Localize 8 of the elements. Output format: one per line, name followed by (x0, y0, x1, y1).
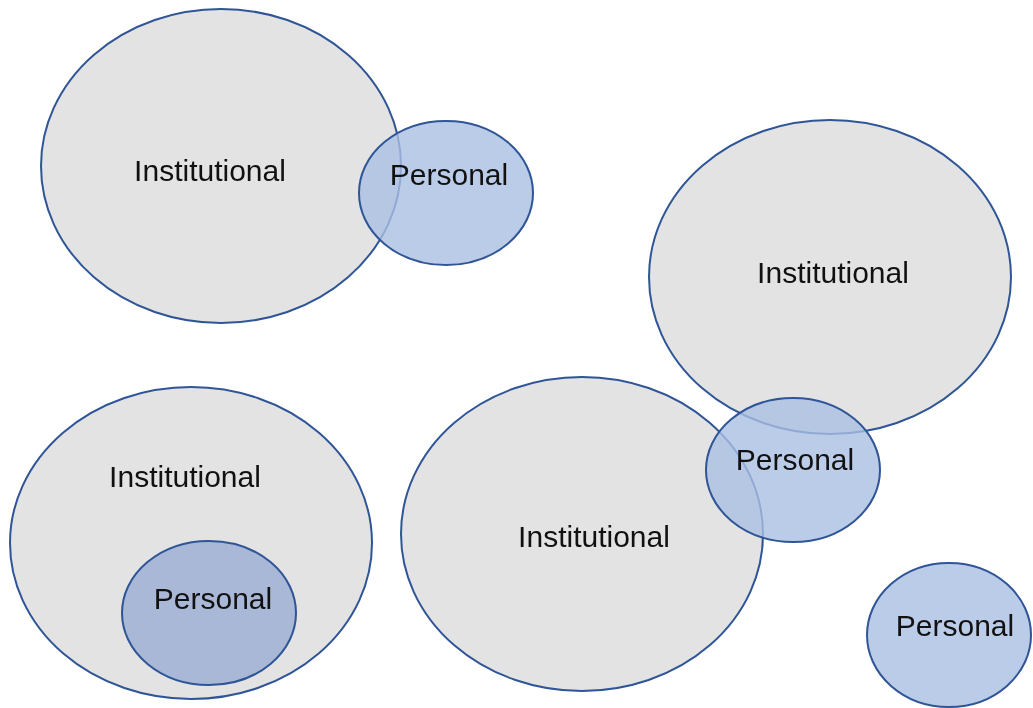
category-label: Personal (895, 611, 1015, 641)
category-label: Institutional (518, 522, 670, 552)
category-label: Personal (389, 160, 509, 190)
category-label: Personal (735, 445, 855, 475)
category-label: Institutional (109, 462, 261, 492)
category-label: Institutional (134, 156, 286, 186)
category-label: Institutional (757, 258, 909, 288)
category-label: Personal (153, 584, 273, 614)
